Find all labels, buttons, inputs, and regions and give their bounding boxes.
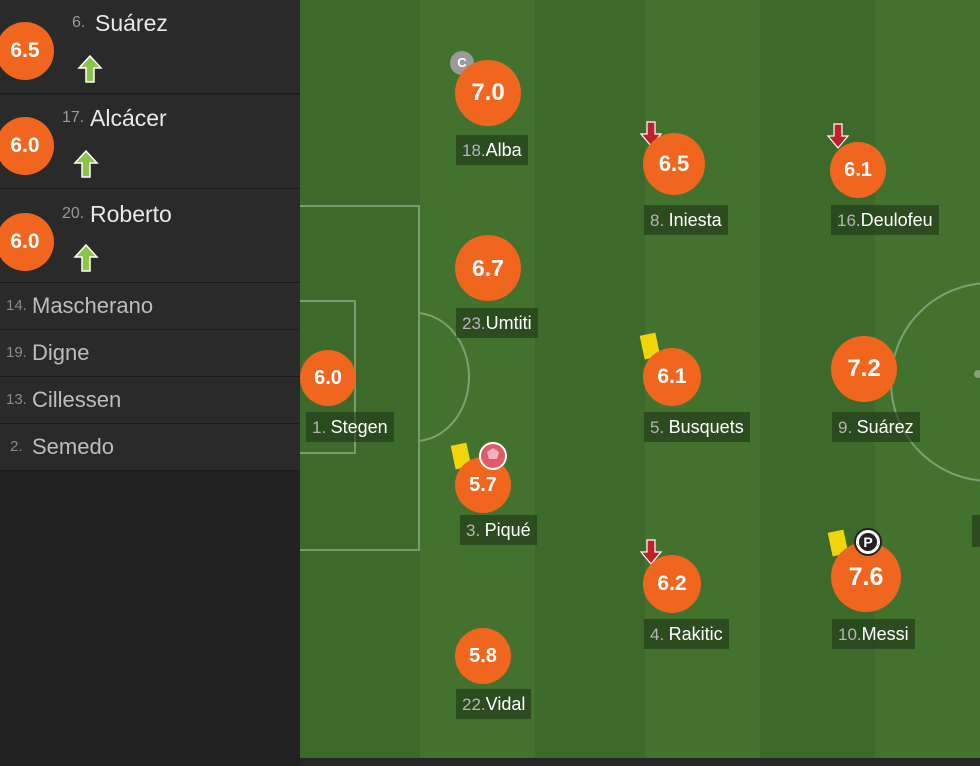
player-number: 2. [10,438,23,455]
rating-badge[interactable]: 6.5 [643,133,705,195]
penalty-box [300,205,420,551]
sub-in-arrow-icon [77,54,103,83]
rating-badge[interactable]: 7.0 [455,60,521,126]
player-label[interactable]: 5. Busquets [644,412,750,442]
player-name: Suárez [856,417,914,437]
sub-out-arrow-icon [639,539,663,565]
player-number: 20. [62,205,85,222]
player-label[interactable]: 10.Messi [832,619,915,649]
player-label[interactable]: 22.Vidal [456,689,532,719]
sub-in-arrow-icon [73,149,99,178]
player-number: 9. [838,418,853,437]
pitch-footer-bar [300,758,980,766]
rating-badge[interactable]: 6.1 [830,142,886,198]
player-name: Alba [485,140,522,160]
player-label[interactable]: 18.Alba [456,135,528,165]
player-number: 17. [62,109,85,126]
player-number: 22. [462,695,486,714]
sub-out-arrow-icon [826,123,850,149]
rating-badge: 6.0 [0,213,54,271]
rating-badge[interactable]: 6.1 [643,348,701,406]
pitch: C 7.0 18.Alba 6.7 23.Umtiti 6.0 1. Stege… [300,0,980,758]
player-number: 19. [6,344,27,361]
player-name: Iniesta [668,210,722,230]
player-number: 3. [466,521,481,540]
player-number: 4. [650,625,665,644]
player-name: Digne [32,340,90,365]
player-name: Rakitic [668,624,723,644]
player-number: 5. [650,418,665,437]
rating-badge[interactable]: 6.2 [643,555,701,613]
player-number: 23. [462,314,486,333]
player-name: Busquets [668,417,744,437]
bench-row[interactable]: 13. Cillessen [0,377,300,424]
player-name: Umtiti [485,313,532,333]
player-name: Stegen [330,417,388,437]
bench-row[interactable]: 19. Digne [0,330,300,377]
center-spot [974,370,980,378]
player-name: Suárez [95,10,168,36]
offscreen-label-edge [972,515,980,547]
grass-stripe [535,0,645,758]
player-name: Semedo [32,434,114,459]
player-name: Piqué [484,520,531,540]
substitute-row[interactable]: 6.0 17. Alcácer [0,95,300,189]
player-number: 14. [6,297,27,314]
penalty-ball-icon: P [854,528,882,556]
rating-badge[interactable]: 6.7 [455,235,521,301]
bench-row[interactable]: 2. Semedo [0,424,300,471]
substitute-row[interactable]: 6.5 6. Suárez [0,0,300,94]
player-number: 13. [6,391,27,408]
rating-badge[interactable]: 6.0 [300,350,356,406]
rating-badge: 6.5 [0,22,54,80]
substitutes-panel: 6.5 6. Suárez 6.0 17. Alcácer 6.0 20. Ro… [0,0,300,766]
svg-text:P: P [863,534,872,550]
player-name: Alcácer [90,105,167,131]
player-name: Cillessen [32,387,122,412]
player-label[interactable]: 23.Umtiti [456,308,538,338]
own-goal-ball-icon [479,442,507,470]
player-name: Messi [861,624,909,644]
player-number: 10. [838,625,862,644]
player-label[interactable]: 3. Piqué [460,515,537,545]
player-number: 18. [462,141,486,160]
player-label[interactable]: 4. Rakitic [644,619,729,649]
bench-row[interactable]: 14. Mascherano [0,283,300,330]
player-name: Mascherano [32,293,154,318]
rating-badge[interactable]: 7.2 [831,336,897,402]
player-number: 8. [650,211,665,230]
sub-in-arrow-icon [73,243,99,272]
player-label[interactable]: 8. Iniesta [644,205,728,235]
player-number: 1. [312,418,327,437]
rating-badge[interactable]: 5.8 [455,628,511,684]
player-label[interactable]: 1. Stegen [306,412,394,442]
player-label[interactable]: 16.Deulofeu [831,205,939,235]
player-label[interactable]: 9. Suárez [832,412,920,442]
rating-badge: 6.0 [0,117,54,175]
player-name: Roberto [90,201,172,227]
player-number: 6. [72,14,86,31]
player-name: Deulofeu [860,210,933,230]
player-name: Vidal [485,694,526,714]
player-number: 16. [837,211,861,230]
substitute-row[interactable]: 6.0 20. Roberto [0,189,300,283]
